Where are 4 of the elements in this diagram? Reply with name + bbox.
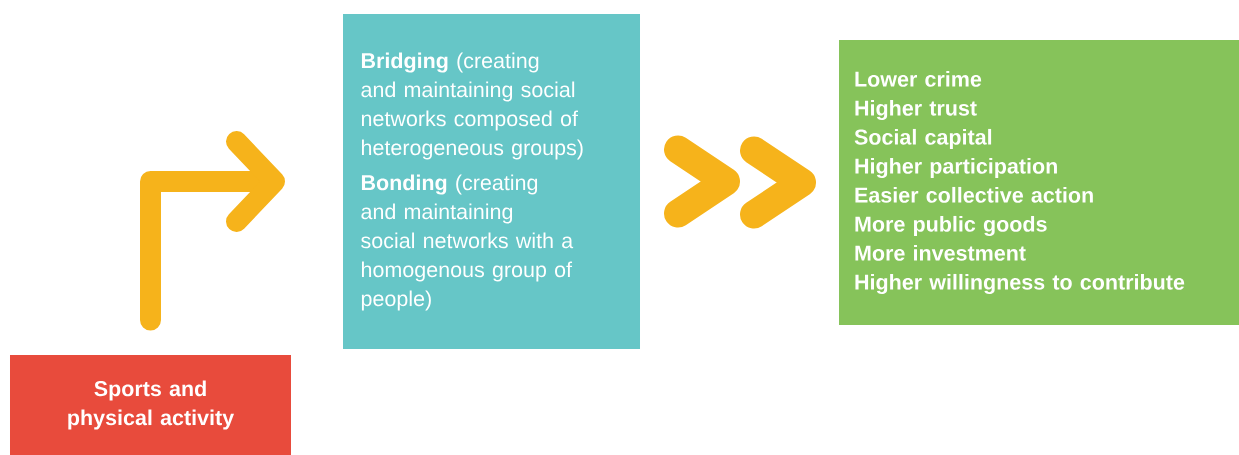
network-box: Bridging (creating and maintaining social networks composed of heterogeneous groups) Bonding (creating and maintaining social networks with a homogenous group of people) bbox=[343, 14, 640, 349]
outcome-box: Lower crime Higher trust Social capital Higher participation Easier collective action More public goods More investment Higher willingness to contribute bbox=[839, 40, 1239, 325]
chevron-arrow bbox=[664, 135, 816, 229]
activity-box: Sports and physical activity bbox=[10, 355, 291, 455]
